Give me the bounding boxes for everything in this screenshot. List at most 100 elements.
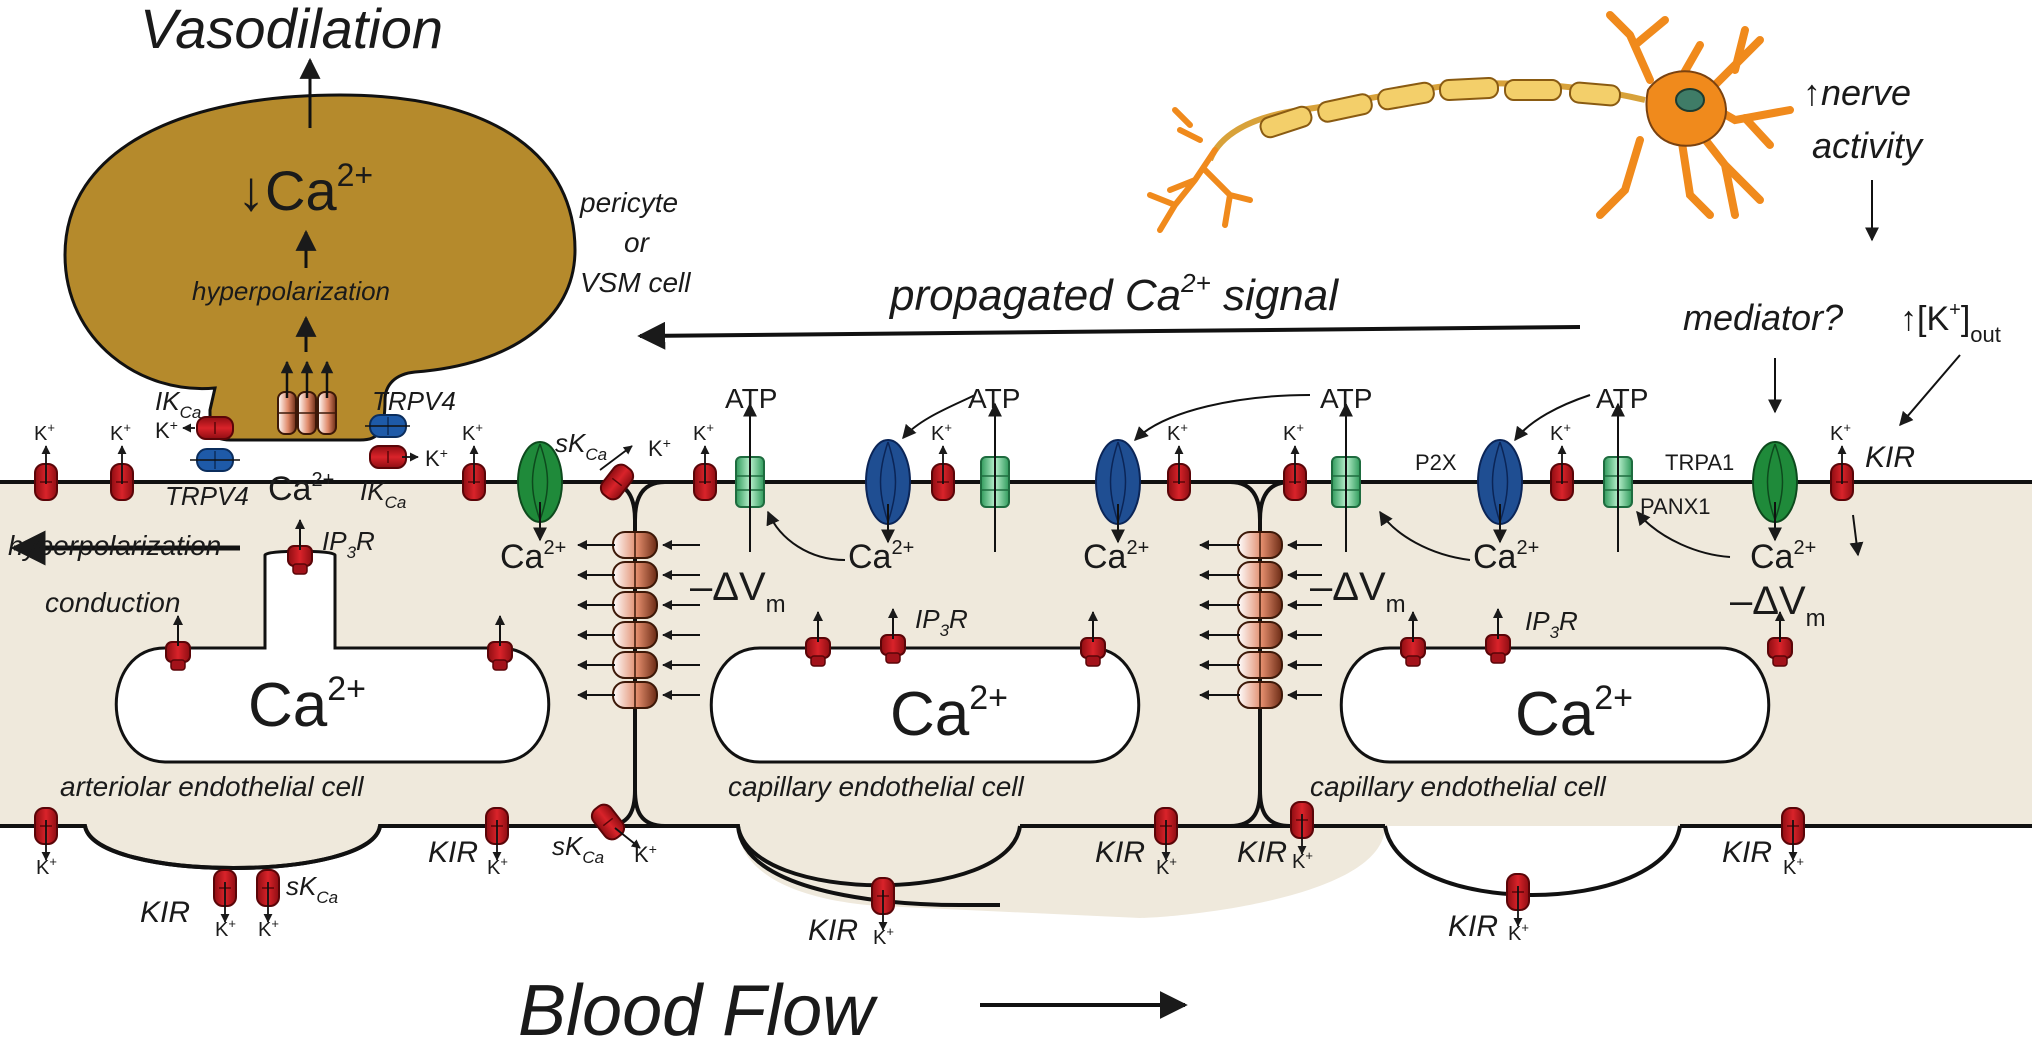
arrow-atp-to-p2x-2 — [1134, 394, 1311, 441]
pericyte-body — [63, 93, 577, 442]
gap-junction-1-connexon-5 — [612, 651, 658, 679]
ip3r-label-3-part: R — [1559, 606, 1578, 636]
ca-label-pericyte-base-part: Ca — [268, 470, 312, 508]
atp-label-1-part: ATP — [725, 383, 777, 414]
ip3r-label-1-part: IP — [322, 526, 347, 556]
ip3r-label-3-part: 3 — [1550, 623, 1560, 642]
ik-label-right: IKCa — [360, 476, 406, 512]
gap-junction-2-connexon-2 — [1237, 561, 1283, 589]
ca-label-er-2-part: Ca — [890, 680, 970, 749]
sk-k-label-top-part: K — [648, 436, 663, 461]
k-label-top-8: K+ — [1550, 420, 1571, 445]
arrow-kout-down — [1899, 354, 1961, 427]
k-label-bottom-8-part: + — [228, 916, 236, 931]
k-label-top-2-part: K — [110, 423, 124, 445]
k-label-bottom-7-part: K — [1508, 923, 1522, 945]
k-label-top-7: K+ — [1283, 420, 1304, 445]
myoendothelial-connexon-1 — [277, 360, 297, 435]
kir-label-right: KIR — [1865, 441, 1915, 474]
k-label-bottom-2-part: + — [500, 854, 508, 869]
myoendothelial-connexon-3 — [317, 360, 337, 435]
trpv4-label-left: TRPV4 — [165, 481, 249, 511]
sk-k-label-bottom-part: K — [634, 842, 649, 867]
arrow-kir-to-dvm — [1849, 514, 1864, 557]
k-label-top-3: K+ — [462, 420, 483, 445]
sk-label-bottom-part: sK — [552, 831, 584, 861]
ik-k-left-part: K — [155, 418, 170, 443]
panx1-label-part: PANX1 — [1640, 494, 1711, 519]
arrow-propagated — [637, 321, 1581, 350]
atp-label-4: ATP — [1596, 383, 1648, 414]
gap-junction-stack-1 — [612, 531, 658, 709]
gap-junction-stack-2 — [1237, 531, 1283, 709]
trpa1-label: TRPA1 — [1665, 450, 1734, 475]
ip3r-label-1: IP3R — [322, 526, 375, 562]
p2x-channel-2 — [1095, 439, 1141, 544]
sk-k-label-top-part: + — [663, 435, 671, 451]
trpa1-label-part: TRPA1 — [1665, 450, 1734, 475]
k-label-bottom-5-part: K — [1783, 857, 1797, 879]
ip3r-1-stem — [292, 563, 308, 575]
ca-label-cytosol-1: Ca2+ — [500, 537, 566, 576]
panx1-channel-3 — [1331, 402, 1361, 552]
k-label-bottom-6-part: K — [873, 927, 887, 949]
kir-label-bottom-6: KIR — [808, 914, 858, 947]
k-label-bottom-1: K+ — [36, 854, 57, 879]
k-label-top-9-part: + — [1843, 420, 1851, 435]
trp-channel-arteriolar — [517, 441, 563, 542]
er-store-capillary-1 — [709, 646, 1141, 764]
ca-label-er-1: Ca2+ — [248, 670, 366, 740]
delta-vm-label-1: –ΔVm — [690, 565, 786, 618]
ip3r-2-stem — [170, 659, 186, 671]
k-label-bottom-7-part: + — [1521, 920, 1529, 935]
gap-junction-1-connexon-2 — [612, 561, 658, 589]
ca-label-er-1-part: Ca — [248, 671, 328, 740]
sk-k-label-bottom-part: + — [649, 841, 657, 857]
arrow-atp-to-p2x-1 — [902, 394, 976, 440]
nerve-activity-1: ↑nerve — [1803, 72, 1911, 113]
ca-label-cytosol-3-part: 2+ — [891, 537, 914, 559]
atp-label-3: ATP — [1320, 383, 1372, 414]
bump-arteriolar — [83, 825, 382, 870]
p2x-channel-3-pore — [1491, 441, 1509, 523]
sk-label-top-part: sK — [555, 428, 587, 458]
k-label-top-5-part: + — [944, 420, 952, 435]
ip3r-3 — [487, 615, 513, 671]
ip3r-6-stem — [1085, 655, 1101, 667]
ip3r-label-2-part: IP — [915, 604, 940, 634]
delta-vm-label-3-part: m — [1806, 605, 1826, 632]
k-label-top-4: K+ — [693, 420, 714, 445]
k-label-bottom-8-part: K — [215, 919, 229, 941]
kir-label-bottom-3: KIR — [1095, 836, 1145, 869]
ca-label-cytosol-1-part: 2+ — [543, 537, 566, 559]
bump-capillary-2 — [1383, 825, 1682, 897]
er-store-arteriolar — [114, 549, 551, 764]
ca-decrease: ↓Ca2+ — [237, 157, 373, 222]
sk-channel-top-groove — [611, 477, 623, 487]
delta-vm-label-3-part: –ΔV — [1730, 579, 1806, 623]
ip3r-5 — [880, 608, 906, 664]
k-label-bottom-1-part: K — [36, 857, 50, 879]
ca-label-cytosol-4-part: 2+ — [1516, 537, 1539, 559]
kir-label-bottom-5-part: KIR — [1722, 836, 1772, 869]
k-label-bottom-9: K+ — [258, 916, 279, 941]
k-label-top-6-part: + — [1180, 420, 1188, 435]
ik-label-left: IKCa — [155, 386, 201, 422]
k-label-bottom-9-part: K — [258, 919, 272, 941]
k-label-bottom-1-part: + — [49, 854, 57, 869]
neuron-dendrites-right — [1596, 11, 1794, 219]
ca-label-cytosol-3-part: Ca — [848, 538, 892, 576]
gap-junction-2-connexon-5 — [1237, 651, 1283, 679]
k-label-top-9: K+ — [1830, 420, 1851, 445]
ip3r-label-1-part: R — [356, 526, 375, 556]
ca-label-er-3-part: Ca — [1515, 680, 1595, 749]
ca-label-cytosol-4-part: Ca — [1473, 538, 1517, 576]
delta-vm-label-1-part: m — [766, 591, 786, 618]
arrow-ca-to-panx-1 — [766, 510, 846, 561]
gap-junction-myoendothelial — [277, 360, 337, 435]
panx1-channel-2 — [980, 402, 1010, 552]
ca-label-cytosol-2: Ca2+ — [1083, 537, 1149, 576]
er-store-capillary-2 — [1339, 646, 1771, 764]
delta-vm-label-3: –ΔVm — [1730, 579, 1826, 632]
